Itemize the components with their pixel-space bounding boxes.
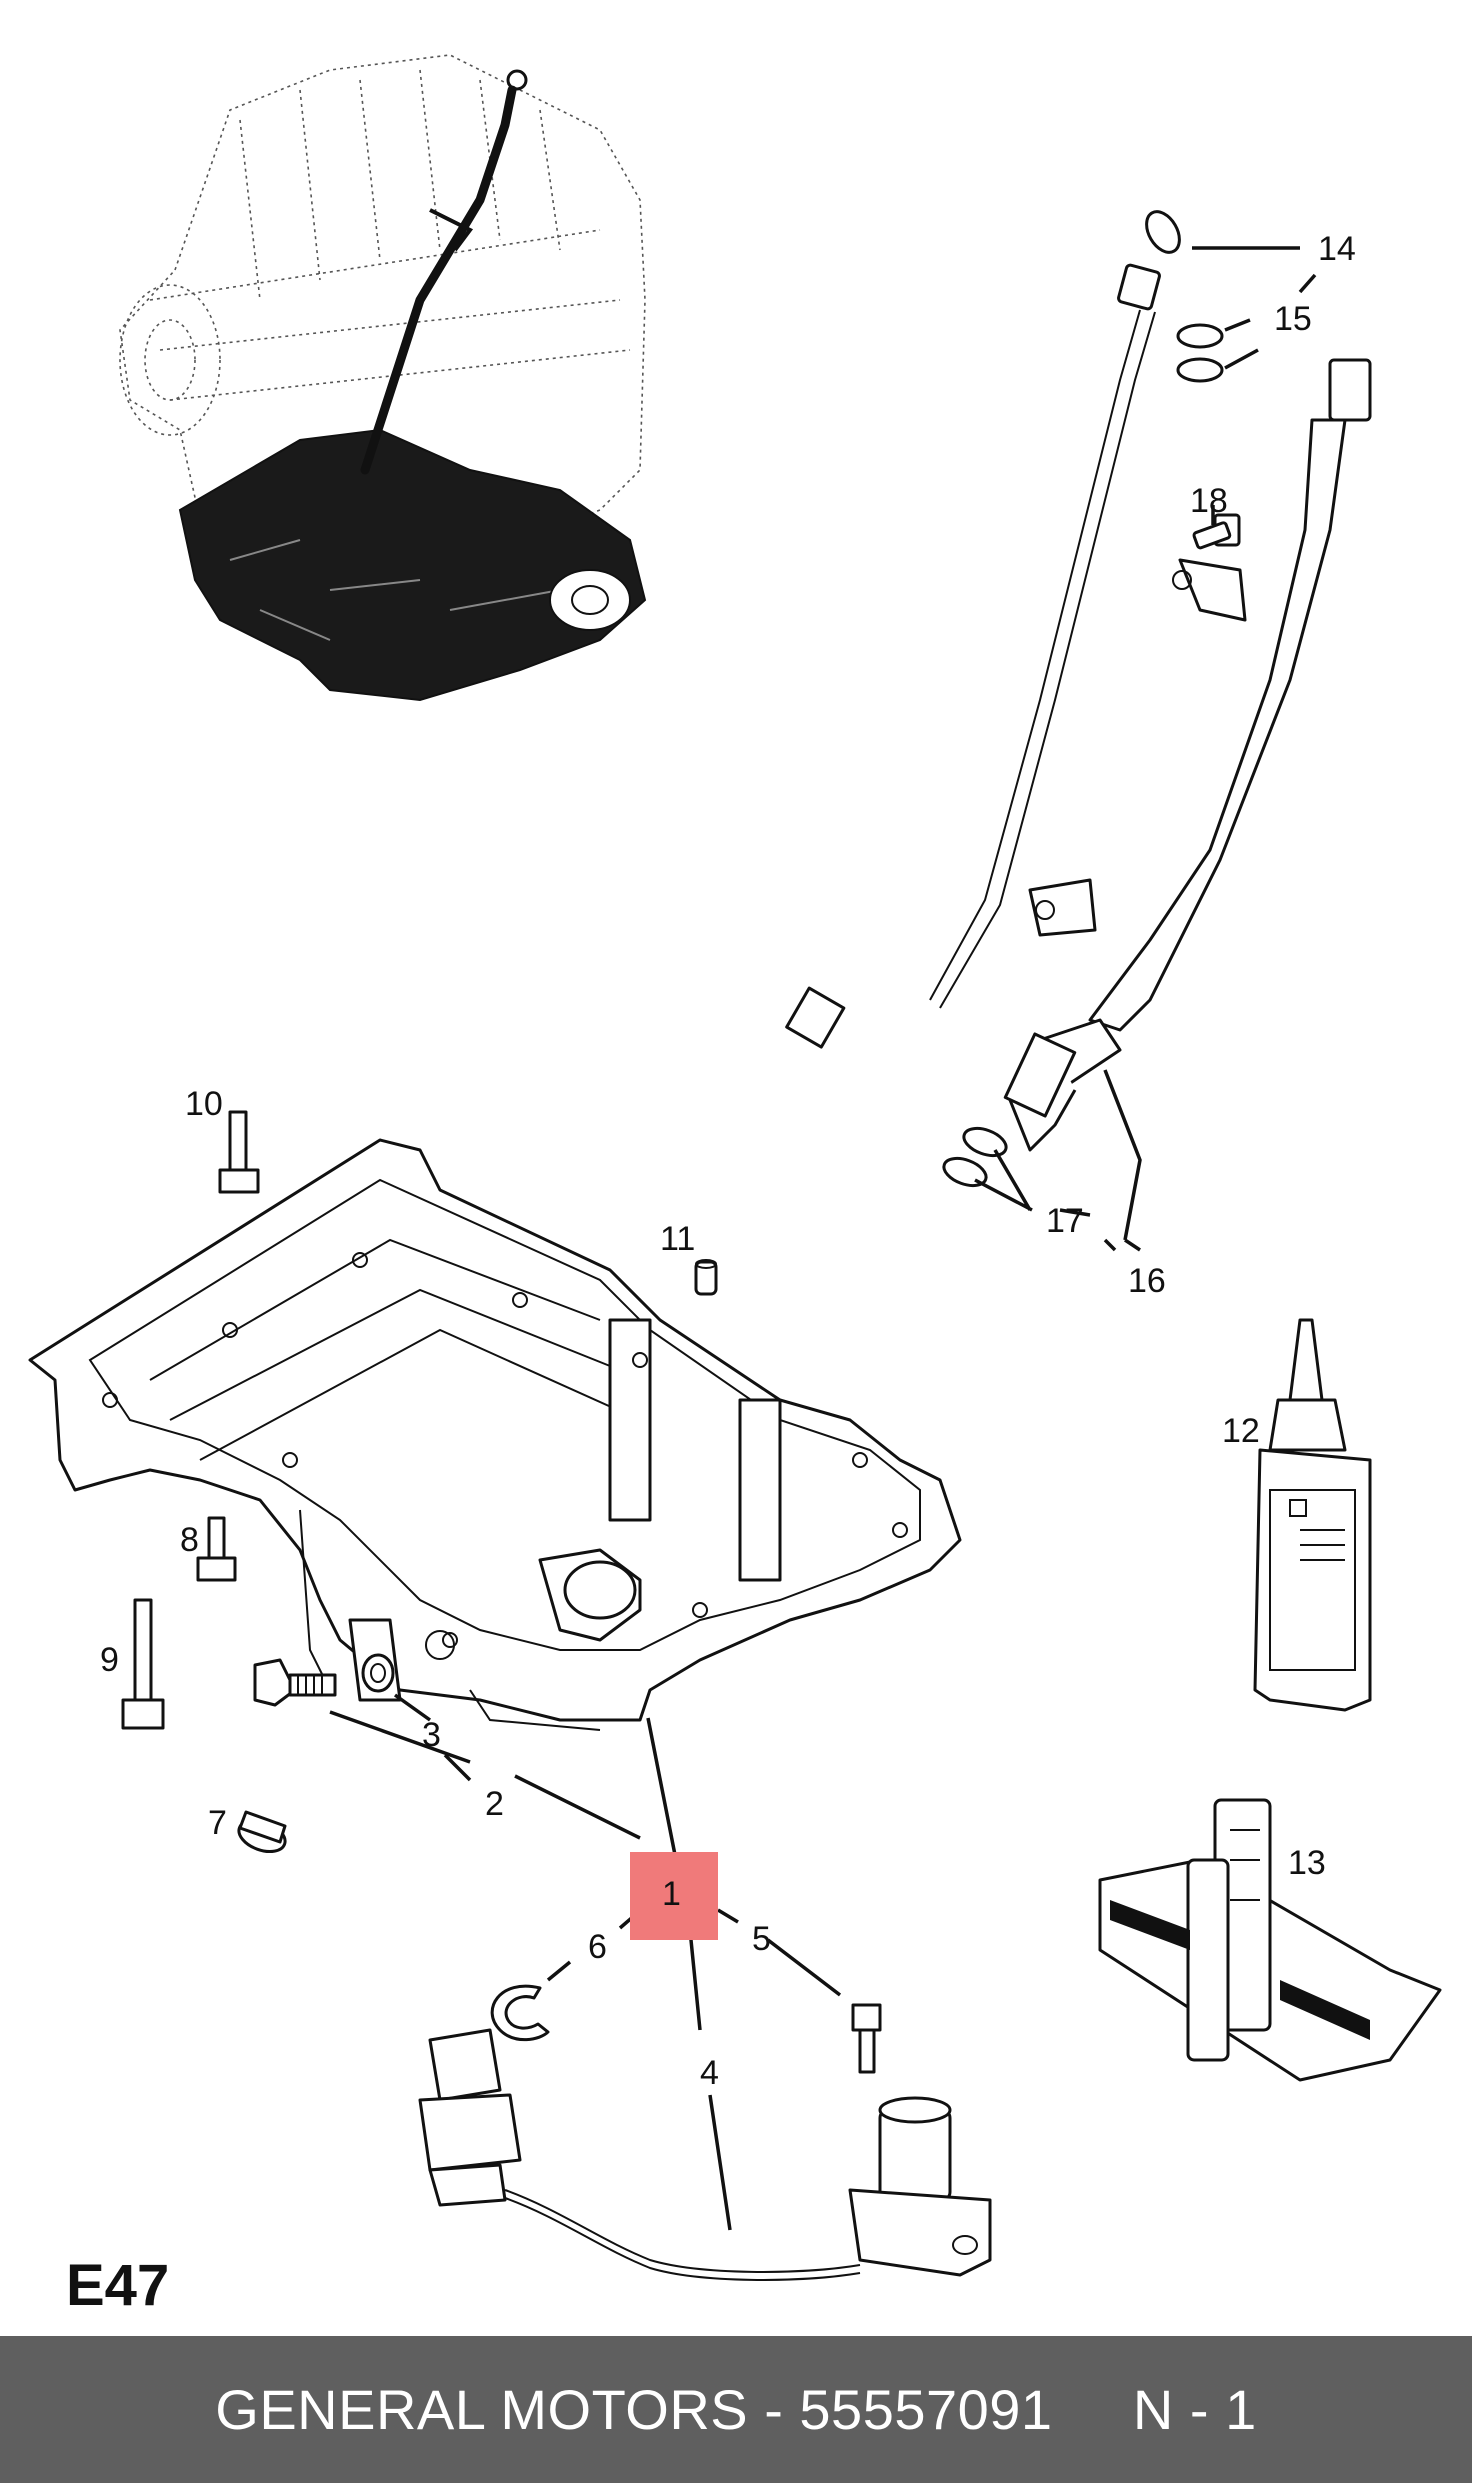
callout-9: 9 bbox=[100, 1641, 119, 1679]
callout-2: 2 bbox=[485, 1785, 504, 1823]
callout-6: 6 bbox=[588, 1928, 607, 1966]
bolt-5 bbox=[851, 2003, 882, 2074]
sealant-kit bbox=[1098, 1798, 1442, 2082]
sheet-label: E47 bbox=[66, 2253, 169, 2318]
bolt-8 bbox=[196, 1516, 237, 1582]
callout-10: 10 bbox=[185, 1085, 223, 1123]
engine-overview-illustration bbox=[119, 54, 647, 702]
callout-labels: 1 2 3 4 5 6 7 8 9 10 11 12 13 14 15 16 1… bbox=[100, 230, 1356, 2092]
tube-seal-rings bbox=[942, 1126, 1008, 1188]
callout-11: 11 bbox=[660, 1220, 695, 1258]
sealant-bottle bbox=[1253, 1318, 1372, 1712]
callout-5: 5 bbox=[752, 1920, 771, 1958]
parts-diagram: 1 2 3 4 5 6 7 8 9 10 11 12 13 14 15 16 1… bbox=[28, 54, 1442, 2318]
footer-bar: GENERAL MOTORS - 55557091 N - 1 bbox=[0, 2336, 1472, 2483]
drain-plug bbox=[253, 1658, 337, 1707]
callout-8: 8 bbox=[180, 1521, 199, 1559]
dipstick-seal-rings bbox=[1176, 323, 1224, 383]
callout-15: 15 bbox=[1274, 300, 1312, 338]
bracket-bolt bbox=[1192, 513, 1241, 550]
oil-pan bbox=[28, 1138, 962, 1731]
bolt-10 bbox=[218, 1110, 260, 1194]
callout-13: 13 bbox=[1288, 1844, 1326, 1882]
callout-16: 16 bbox=[1128, 1262, 1166, 1300]
retaining-clip bbox=[490, 1984, 550, 2042]
drain-plug-seal-ring bbox=[361, 1653, 395, 1693]
callout-14: 14 bbox=[1318, 230, 1356, 268]
callout-18: 18 bbox=[1190, 482, 1228, 520]
leader-lines bbox=[329, 246, 1317, 2231]
dipstick-guide-tube bbox=[1003, 358, 1372, 1152]
highlight-marker bbox=[630, 1852, 718, 1940]
callout-3: 3 bbox=[422, 1716, 441, 1754]
callout-17: 17 bbox=[1046, 1202, 1084, 1240]
callout-1: 1 bbox=[662, 1875, 681, 1913]
oil-level-sensor bbox=[418, 2028, 992, 2281]
callout-12: 12 bbox=[1222, 1412, 1260, 1450]
callout-4: 4 bbox=[700, 2054, 719, 2092]
footer-part-info: GENERAL MOTORS - 55557091 N - 1 bbox=[215, 2378, 1257, 2441]
oil-dipstick bbox=[785, 210, 1181, 1049]
dowel-sleeve-11 bbox=[694, 1259, 718, 1296]
callout-7: 7 bbox=[208, 1804, 227, 1842]
bolt-9 bbox=[121, 1598, 165, 1730]
bush-7 bbox=[237, 1810, 287, 1854]
